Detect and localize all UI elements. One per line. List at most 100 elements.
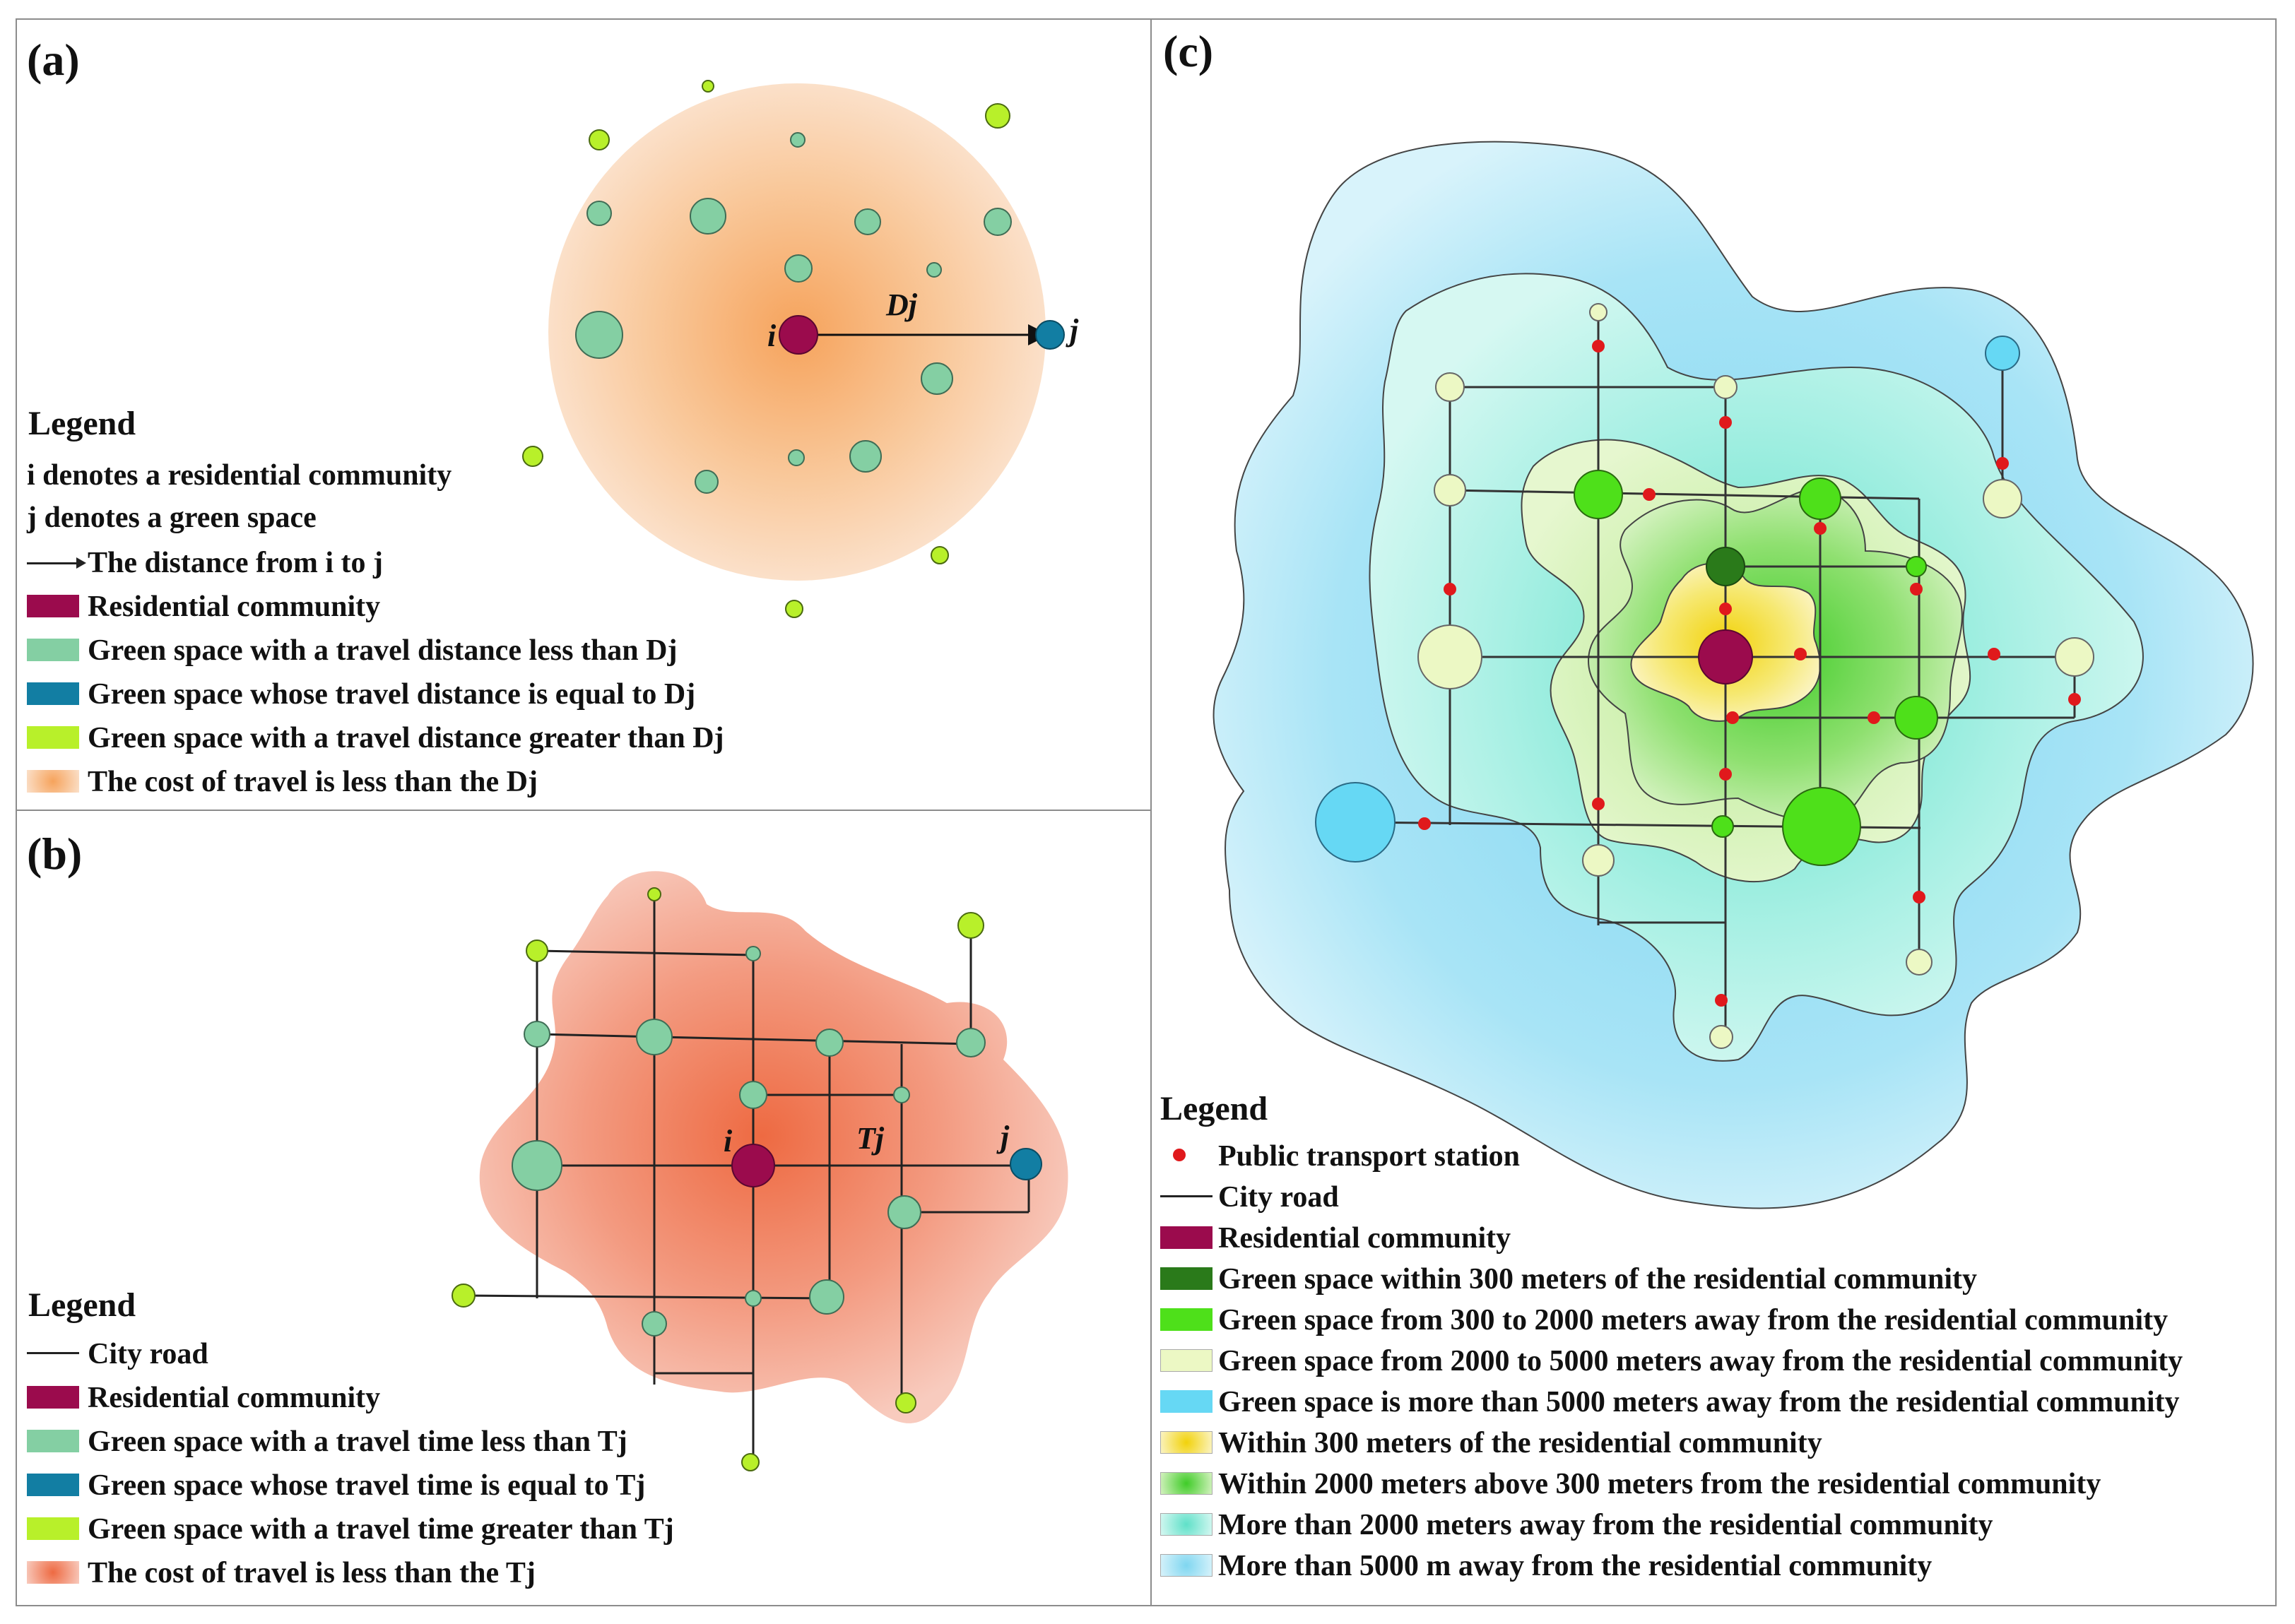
green-spaces-less	[575, 132, 1012, 494]
green-space-2000-5000	[1713, 375, 1738, 399]
swatch-green-300	[1160, 1267, 1213, 1290]
road-line-icon	[27, 1352, 79, 1354]
station	[1913, 891, 1925, 903]
green-space-less	[893, 1086, 910, 1103]
green-space-greater	[895, 1392, 916, 1413]
station	[1643, 488, 1656, 501]
green-space-greater	[647, 887, 661, 901]
green-space-less	[690, 198, 726, 235]
stations	[1418, 340, 2081, 1007]
legend-item-residential-c: Residential community	[1218, 1222, 1511, 1255]
station	[1996, 457, 2009, 470]
station	[1868, 711, 1880, 724]
figure-frame	[16, 18, 2277, 1606]
legend-item-zone-more-5000: More than 5000 m away from the residenti…	[1218, 1550, 1933, 1582]
legend-item-residential-a: Residential community	[88, 591, 381, 623]
green-space-greater	[931, 546, 949, 564]
green-space-300-2000	[1574, 470, 1623, 519]
swatch-green-less-a	[27, 639, 79, 661]
panel-divider-horizontal	[16, 810, 1152, 811]
legend-title-a: Legend	[28, 405, 136, 442]
residential-community-a	[779, 315, 818, 355]
green-space-less	[642, 1311, 667, 1336]
station	[1592, 340, 1605, 352]
station	[1592, 798, 1605, 810]
arrow-icon	[27, 562, 79, 564]
green-space-less	[956, 1028, 986, 1057]
legend-item-green-less-a: Green space with a travel distance less …	[88, 634, 678, 667]
swatch-green-2000-5000	[1160, 1349, 1213, 1372]
legend-title-b: Legend	[28, 1286, 136, 1324]
panel-divider-vertical	[1150, 18, 1152, 1605]
legend-item-distance: The distance from i to j	[88, 547, 384, 579]
legend-item-green-greater-b: Green space with a travel time greater t…	[88, 1513, 674, 1546]
station	[1719, 603, 1732, 615]
legend-item-green-greater-a: Green space with a travel distance great…	[88, 722, 724, 754]
green-space-less	[784, 254, 813, 283]
green-space-2000-5000	[1906, 949, 1933, 976]
green-space-less	[849, 440, 882, 473]
station	[1726, 711, 1739, 724]
green-space-less	[745, 946, 761, 961]
swatch-green-greater-b	[27, 1517, 79, 1540]
swatch-residential-c	[1160, 1226, 1213, 1249]
label-tj: Tj	[856, 1121, 885, 1156]
green-space-less	[739, 1081, 767, 1109]
green-space-2000-5000	[1417, 624, 1482, 689]
green-space-less	[512, 1140, 562, 1191]
green-spaces-greater-b	[452, 887, 984, 1471]
green-space-greater	[452, 1284, 476, 1308]
legend-item-j: j denotes a green space	[27, 502, 317, 534]
label-dj: Dj	[885, 288, 918, 322]
legend-item-green-equal-a: Green space whose travel distance is equ…	[88, 678, 696, 711]
green-space-2000-5000	[2055, 637, 2094, 677]
station	[1814, 522, 1827, 535]
swatch-residential-a	[27, 595, 79, 617]
swatch-zone-2000	[1160, 1472, 1213, 1495]
legend-item-zone-2000: Within 2000 meters above 300 meters from…	[1218, 1468, 2101, 1500]
roads-b	[463, 894, 1030, 1462]
green-space-equal-a	[1035, 320, 1065, 350]
cost-zone-b	[479, 871, 1068, 1423]
green-space-equal-b	[1010, 1148, 1042, 1180]
arrowhead-icon	[76, 557, 86, 569]
green-space-greater	[589, 129, 610, 150]
green-space-greater	[985, 103, 1010, 129]
green-space-greater	[957, 912, 984, 939]
legend-item-road-b: City road	[88, 1338, 208, 1370]
green-space-5000	[1985, 336, 2020, 371]
swatch-zone-more-5000	[1160, 1554, 1213, 1577]
legend-item-green-equal-b: Green space whose travel time is equal t…	[88, 1469, 646, 1502]
road-line-icon-c	[1160, 1195, 1213, 1197]
green-space-2000-5000	[1589, 303, 1607, 321]
residential-community-c	[1698, 629, 1753, 684]
green-space-300-2000	[1782, 787, 1861, 866]
green-space-2000-5000	[1983, 479, 2022, 518]
road	[463, 1294, 830, 1300]
green-space-less	[788, 449, 805, 466]
label-j-a: j	[1066, 313, 1079, 348]
green-spaces-less-b	[512, 946, 986, 1336]
legend-item-zone-300: Within 300 meters of the residential com…	[1218, 1427, 1822, 1459]
station	[1715, 994, 1728, 1007]
legend-item-zone-more-2000: More than 2000 meters away from the resi…	[1218, 1509, 1993, 1541]
legend-item-green-300-2000: Green space from 300 to 2000 meters away…	[1218, 1304, 2169, 1336]
station	[1910, 583, 1923, 595]
legend-item-road-c: City road	[1218, 1181, 1339, 1214]
green-space-greater	[702, 80, 714, 93]
green-space-300-2000	[1799, 478, 1841, 520]
label-i-a: i	[767, 319, 777, 353]
swatch-zone-more-2000	[1160, 1513, 1213, 1536]
green-space-2000-5000	[1434, 474, 1466, 506]
green-space-less	[790, 132, 806, 148]
green-space-less	[921, 362, 953, 395]
green-spaces-2000-5000	[1417, 303, 2094, 1049]
legend-item-cost-b: The cost of travel is less than the Tj	[88, 1557, 536, 1589]
green-space-2000-5000	[1709, 1025, 1733, 1049]
green-space-less	[854, 208, 881, 235]
green-space-less	[575, 311, 623, 359]
panel-b-diagram: i Tj j	[452, 871, 1068, 1471]
legend-item-green-300: Green space within 300 meters of the res…	[1218, 1263, 1977, 1296]
road	[536, 949, 754, 956]
green-spaces-greater	[522, 80, 1010, 618]
